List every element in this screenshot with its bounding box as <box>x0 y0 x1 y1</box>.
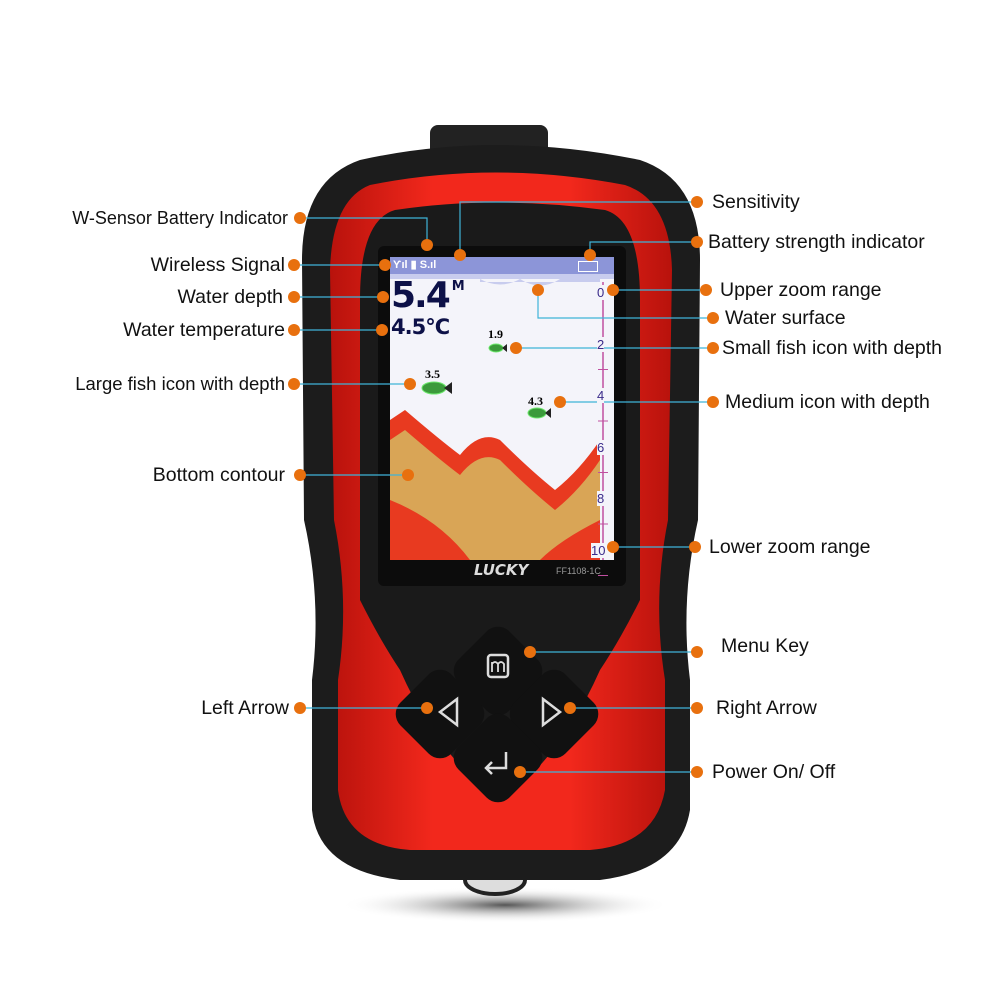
callout-dot <box>584 249 596 261</box>
fish-depth-label: 3.5 <box>425 367 440 381</box>
label-lower-zoom: Lower zoom range <box>709 536 871 558</box>
callout-dot <box>607 284 619 296</box>
left-arrow-key <box>395 669 485 759</box>
label-small-fish: Small fish icon with depth <box>722 337 943 359</box>
scale-tick-label: 2 <box>597 336 605 352</box>
callout-dot <box>510 342 522 354</box>
label-water-depth: Water depth <box>177 286 284 308</box>
callout-dot <box>294 469 306 481</box>
label-right-arrow: Right Arrow <box>716 697 817 719</box>
label-upper-zoom: Upper zoom range <box>720 279 882 301</box>
bottom-layer <box>390 430 600 560</box>
right-arrow-icon <box>541 696 563 728</box>
scale-tick-label: 4 <box>597 388 605 403</box>
callout-dots <box>288 196 719 778</box>
callout-dot <box>532 284 544 296</box>
callout-dot <box>377 291 389 303</box>
menu-m-glyph <box>491 661 505 672</box>
callout-dot <box>707 312 719 324</box>
label-w-sensor-battery: W-Sensor Battery Indicator <box>72 208 288 228</box>
label-wireless-signal: Wireless Signal <box>150 254 285 276</box>
callout-dot <box>402 469 414 481</box>
callout-dot <box>691 646 703 658</box>
temperature-readout: 4.5°C <box>391 315 450 339</box>
battery-icon <box>578 261 598 272</box>
callout-dot <box>691 196 703 208</box>
callout-dot <box>691 766 703 778</box>
callout-dot <box>288 291 300 303</box>
callout-dot <box>524 646 536 658</box>
right-arrow-key <box>509 669 599 759</box>
callout-dot <box>288 378 300 390</box>
brand-logo: LUCKY <box>474 561 529 579</box>
callout-dot <box>421 239 433 251</box>
callout-dot <box>294 702 306 714</box>
scale-tick-label: 6 <box>597 439 605 455</box>
callout-dot <box>607 541 619 553</box>
callout-dot <box>376 324 388 336</box>
label-large-fish: Large fish icon with depth <box>75 373 285 394</box>
callout-dot <box>454 249 466 261</box>
depth-group: 5.4 M <box>391 278 465 314</box>
callout-dot <box>554 396 566 408</box>
label-menu-key: Menu Key <box>721 635 809 657</box>
callout-line <box>300 217 428 245</box>
scale-tick-label: 0 <box>597 285 605 300</box>
power-key <box>453 713 543 803</box>
scale-tick-label: 8 <box>597 491 605 506</box>
menu-icon <box>486 653 510 679</box>
label-bottom-contour: Bottom contour <box>152 464 285 486</box>
fish-depth-label: 1.9 <box>488 327 503 341</box>
floor-shadow <box>340 887 670 923</box>
callout-dot <box>707 342 719 354</box>
depth-readout: 5.4 <box>391 275 451 316</box>
water-surface <box>480 279 600 286</box>
keypad <box>395 626 599 803</box>
label-sensitivity: Sensitivity <box>712 191 800 213</box>
label-left-arrow: Left Arrow <box>201 697 289 719</box>
callout-dot <box>288 259 300 271</box>
callout-dot <box>294 212 306 224</box>
callout-dot <box>421 702 433 714</box>
callout-dot <box>514 766 526 778</box>
label-power: Power On/ Off <box>712 761 836 783</box>
callout-dot <box>700 284 712 296</box>
callout-line <box>459 201 697 255</box>
callout-dot <box>564 702 576 714</box>
callout-dot <box>707 396 719 408</box>
label-water-surface: Water surface <box>725 307 846 329</box>
fish-depth-label: 4.3 <box>528 394 543 408</box>
model-number: FF1108-1C <box>556 566 601 576</box>
fish-marks <box>421 343 551 419</box>
callout-dot <box>288 324 300 336</box>
status-icons: Ƴıl ▮ S.ıl <box>393 259 437 271</box>
label-battery-strength: Battery strength indicator <box>708 231 925 253</box>
depth-unit: M <box>451 279 465 294</box>
scale-tick-label: 10 <box>591 542 606 558</box>
left-arrow-icon <box>437 696 459 728</box>
callout-dot <box>691 236 703 248</box>
callout-dot <box>404 378 416 390</box>
enter-icon <box>484 752 508 775</box>
callout-line <box>537 290 713 319</box>
status-bar <box>390 257 614 274</box>
callout-dot <box>689 541 701 553</box>
callout-dot <box>691 702 703 714</box>
label-water-temperature: Water temperature <box>123 319 285 341</box>
label-medium-fish: Medium icon with depth <box>725 391 930 413</box>
callout-dot <box>379 259 391 271</box>
